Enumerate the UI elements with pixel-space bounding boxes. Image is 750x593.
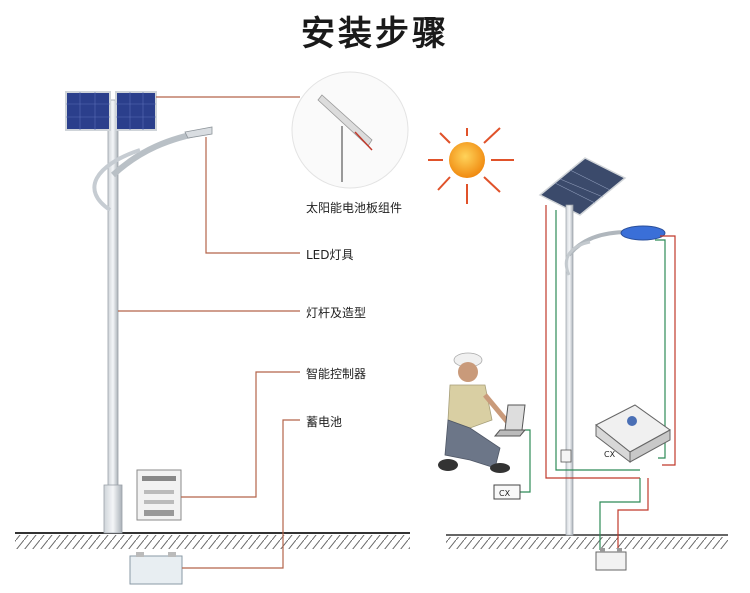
- label-led-lamp: LED灯具: [306, 248, 354, 262]
- lamp-head-right: [620, 225, 666, 241]
- ground-hatch-right: [446, 537, 728, 549]
- sun-icon: [428, 127, 514, 204]
- wire-battery-pos: [617, 478, 649, 550]
- led-lamp-head: [184, 126, 213, 139]
- label-controller: 智能控制器: [306, 367, 367, 381]
- pole-base: [103, 484, 123, 534]
- wire-panel-neg: [555, 210, 640, 471]
- label-battery: 蓄电池: [306, 415, 343, 429]
- wire-lamp-pos: [660, 235, 676, 466]
- cx-box-label: CX: [499, 489, 511, 498]
- decor-arm: [92, 148, 141, 212]
- left-street-light: [15, 71, 410, 585]
- label-pole: 灯杆及造型: [306, 306, 367, 320]
- battery-right: [595, 548, 627, 571]
- lamp-arm-right: [567, 230, 629, 257]
- ground-hatch: [15, 535, 410, 549]
- leader-lines: [118, 96, 300, 569]
- controller-box: [136, 469, 182, 521]
- controller-label: CX: [604, 450, 616, 459]
- pole-right: [565, 204, 574, 536]
- leader-battery: [182, 419, 300, 569]
- right-installation-scene: CX CX: [428, 127, 728, 571]
- cx-box: [493, 484, 521, 500]
- page-title: 安装步骤: [301, 14, 449, 54]
- wire-battery-neg: [599, 478, 641, 550]
- controller-right: [595, 404, 671, 464]
- leader-led: [205, 137, 300, 254]
- solar-detail-circle: [291, 71, 409, 189]
- laptop: [493, 404, 527, 437]
- leader-controller: [181, 371, 300, 498]
- wire-lamp-neg: [655, 239, 666, 459]
- solar-panel-left-diagram: [65, 91, 157, 131]
- decor-arm-right: [564, 240, 591, 276]
- wire-panel-pos: [545, 205, 640, 479]
- label-solar-panel: 太阳能电池板组件: [306, 201, 403, 215]
- battery-box: [129, 552, 183, 585]
- worker-figure: [438, 352, 512, 473]
- wire-laptop: [520, 429, 531, 493]
- pole-junction: [560, 449, 572, 463]
- solar-panel-right-diagram: [538, 157, 627, 216]
